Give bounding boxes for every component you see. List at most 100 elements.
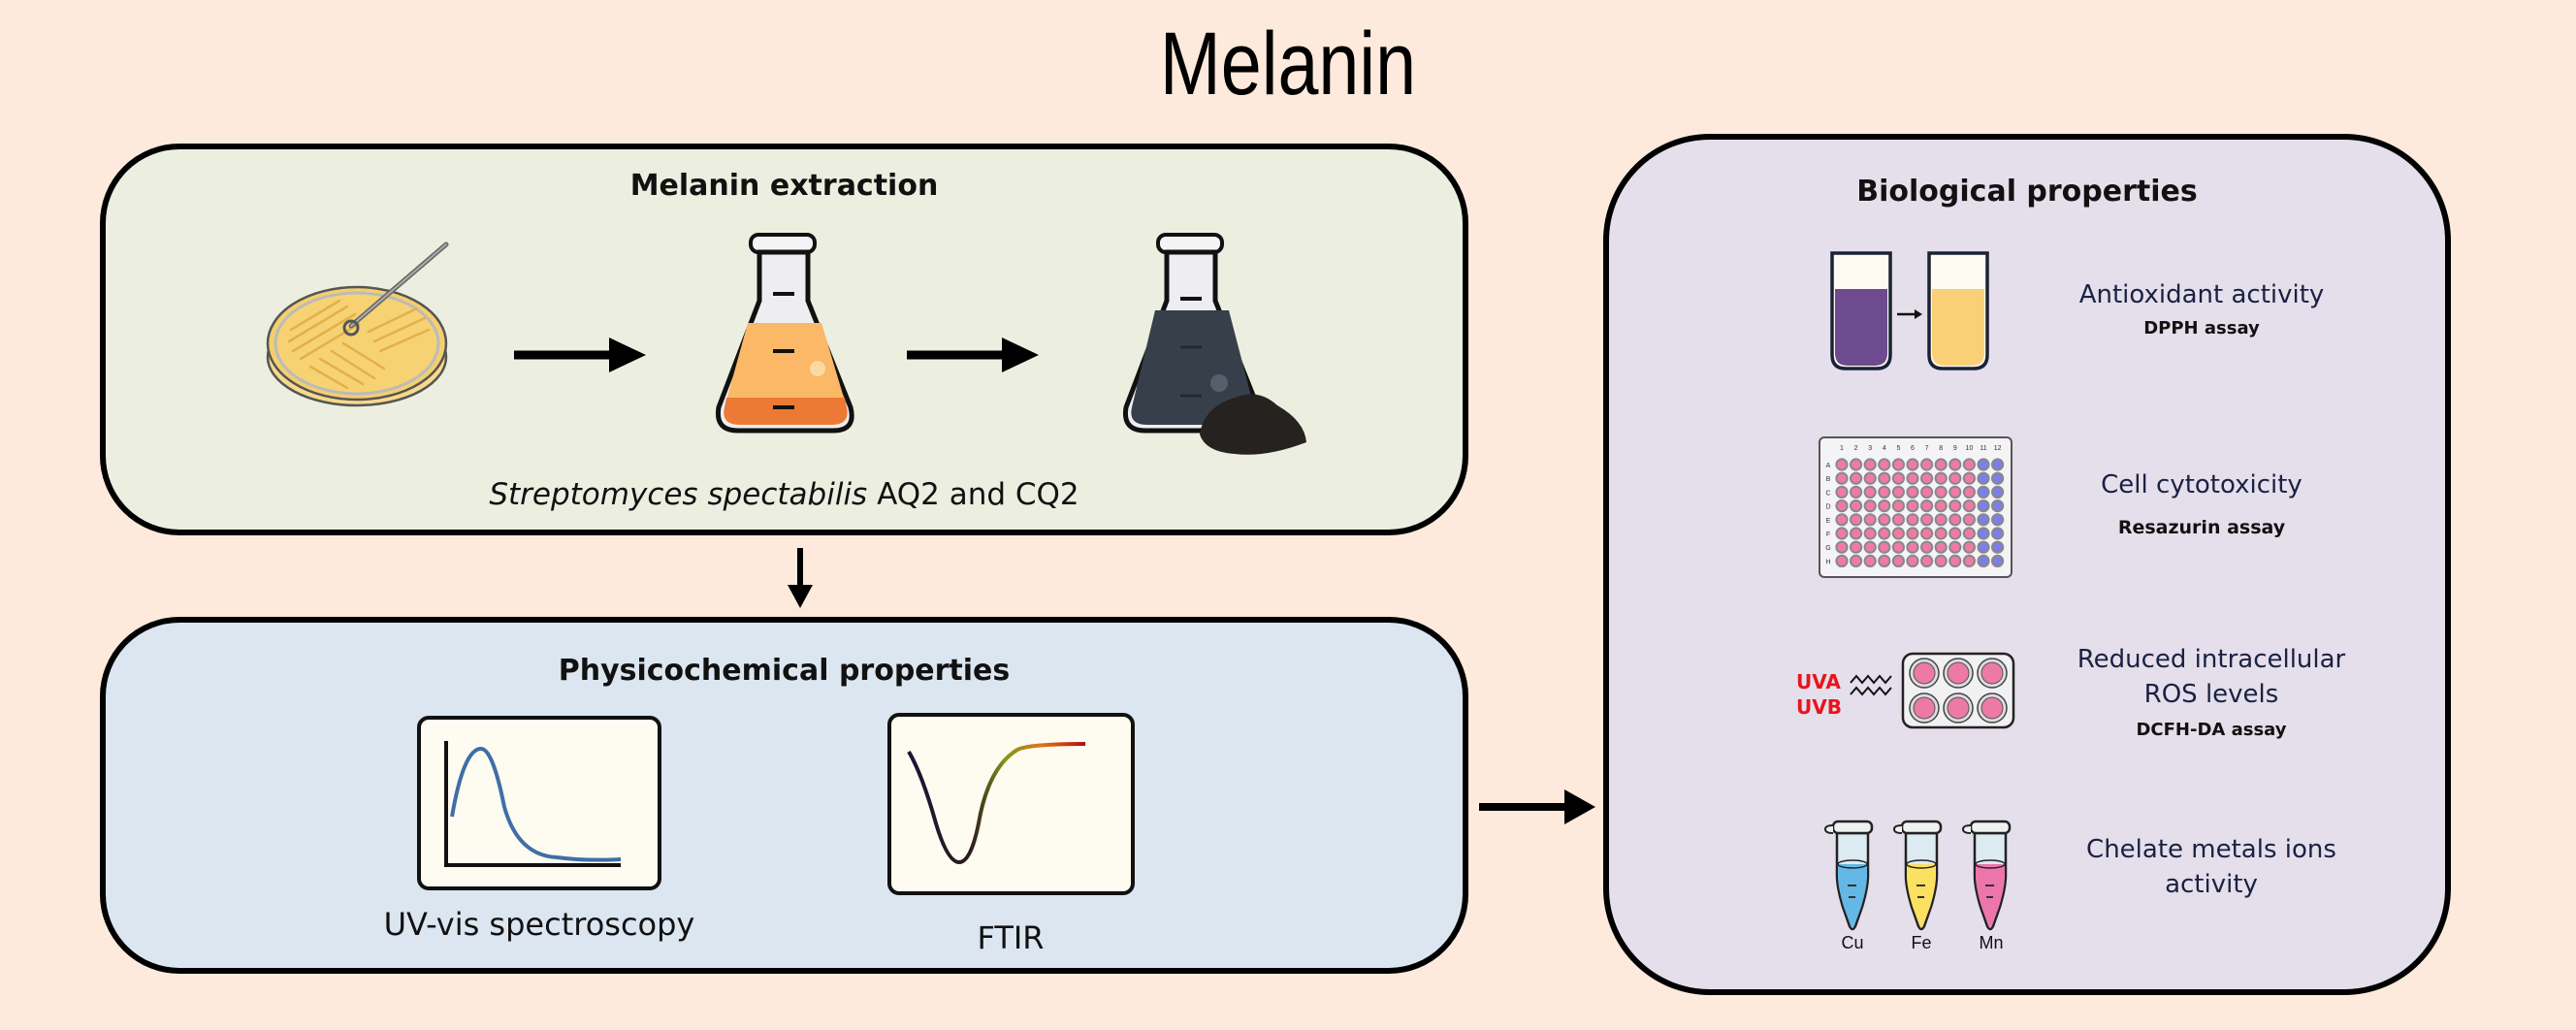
plate-well: [1891, 499, 1906, 513]
plate-well: [1891, 554, 1906, 568]
plate-well: [1891, 513, 1906, 527]
plate-well: [1891, 527, 1906, 540]
plate-row-label: B: [1826, 476, 1831, 483]
plate-well: [1991, 471, 2005, 485]
plate-well: [1863, 458, 1877, 471]
plate-column-label: 6: [1911, 445, 1915, 452]
plate-well: [1991, 458, 2005, 471]
plate-well: [1849, 458, 1863, 471]
plate-column-label: 7: [1925, 445, 1929, 452]
plate-well: [1991, 540, 2005, 554]
plate-well: [1891, 471, 1906, 485]
plate-column-label: 12: [1994, 445, 2002, 452]
plate-well: [1991, 499, 2005, 513]
plate-well: [1934, 513, 1948, 527]
uvb-label: UVB: [1796, 695, 1842, 719]
microtube-fe: [1892, 820, 1943, 931]
plate-well: [1835, 527, 1849, 540]
plate-well: [1849, 554, 1863, 568]
ftir-spectrum-icon: [907, 742, 1086, 865]
ftir-label: FTIR: [977, 919, 1045, 956]
plate-well: [1920, 471, 1934, 485]
plate-column-label: 4: [1883, 445, 1886, 452]
plate-well: [1849, 499, 1863, 513]
plate-well: [1863, 485, 1877, 499]
plate-well: [1863, 554, 1877, 568]
biological-heading: Biological properties: [1856, 175, 2198, 209]
plate-well: [1977, 527, 1990, 540]
plate-well: [1906, 471, 1919, 485]
arrow-down-icon: [788, 548, 813, 608]
plate-well: [1878, 513, 1891, 527]
uv-vis-panel: [417, 716, 661, 890]
plate-well: [1891, 485, 1906, 499]
plate-well: [1878, 540, 1891, 554]
plate-column-label: 10: [1966, 445, 1974, 452]
plate-well: [1962, 540, 1976, 554]
chelate-label-line1: Chelate metals ions: [2086, 835, 2336, 864]
plate-well: [1962, 513, 1976, 527]
melanin-flask-icon: [1122, 233, 1306, 455]
plate-well: [1835, 485, 1849, 499]
metal-label-mn: Mn: [1979, 933, 2004, 952]
plate-well: [1878, 471, 1891, 485]
well: [1980, 696, 2004, 720]
plate-well: [1849, 513, 1863, 527]
plate-well: [1849, 527, 1863, 540]
plate-well: [1920, 458, 1934, 471]
uv-vis-label: UV-vis spectroscopy: [383, 906, 695, 943]
uva-label: UVA: [1796, 670, 1841, 693]
plate-well: [1977, 499, 1990, 513]
plate-column-label: 8: [1939, 445, 1943, 452]
well: [1980, 661, 2004, 685]
plate-well: [1906, 458, 1919, 471]
plate-well: [1934, 540, 1948, 554]
plate-well: [1948, 471, 1962, 485]
plate-column-label: 11: [1980, 445, 1986, 452]
microtube-mn: [1961, 820, 2012, 931]
plate-well: [1906, 527, 1919, 540]
plate-well: [1835, 458, 1849, 471]
plate-column-label: 2: [1854, 445, 1858, 452]
plate-well: [1962, 554, 1976, 568]
plate-well: [1948, 513, 1962, 527]
plate-well: [1835, 554, 1849, 568]
plate-well: [1948, 485, 1962, 499]
plate-column-label: 1: [1840, 445, 1844, 452]
plate-column-label: 9: [1953, 445, 1957, 452]
plate-row-label: F: [1826, 531, 1830, 538]
plate-well: [1878, 458, 1891, 471]
plate-well: [1906, 540, 1919, 554]
extraction-heading: Melanin extraction: [629, 169, 939, 203]
plate-row-label: A: [1826, 463, 1831, 469]
plate-row-label: E: [1826, 518, 1831, 525]
plate-well: [1962, 471, 1976, 485]
plate-well: [1835, 540, 1849, 554]
plate-well: [1920, 485, 1934, 499]
antioxidant-label: Antioxidant activity: [2078, 280, 2325, 309]
plate-well: [1891, 540, 1906, 554]
dpph-assay-label: DPPH assay: [2143, 318, 2260, 338]
plate-well: [1977, 485, 1990, 499]
diagram-title: Melanin: [1159, 15, 1417, 113]
plate-well: [1962, 499, 1976, 513]
plate-well: [1863, 513, 1877, 527]
physicochemical-heading: Physicochemical properties: [558, 654, 1011, 688]
well: [1947, 661, 1970, 685]
plate-well: [1934, 527, 1948, 540]
extraction-caption: Streptomyces spectabilis AQ2 and CQ2: [106, 477, 1463, 512]
plate-well: [1849, 540, 1863, 554]
plate-well: [1934, 485, 1948, 499]
plate-well: [1962, 458, 1976, 471]
plate-well: [1920, 499, 1934, 513]
plate-well: [1878, 527, 1891, 540]
plate-well: [1962, 527, 1976, 540]
plate-well: [1906, 499, 1919, 513]
plate-well: [1863, 527, 1877, 540]
well: [1947, 696, 1970, 720]
plate-column-label: 5: [1896, 445, 1900, 452]
plate-well: [1878, 485, 1891, 499]
plate-well: [1849, 471, 1863, 485]
plate-well: [1948, 554, 1962, 568]
